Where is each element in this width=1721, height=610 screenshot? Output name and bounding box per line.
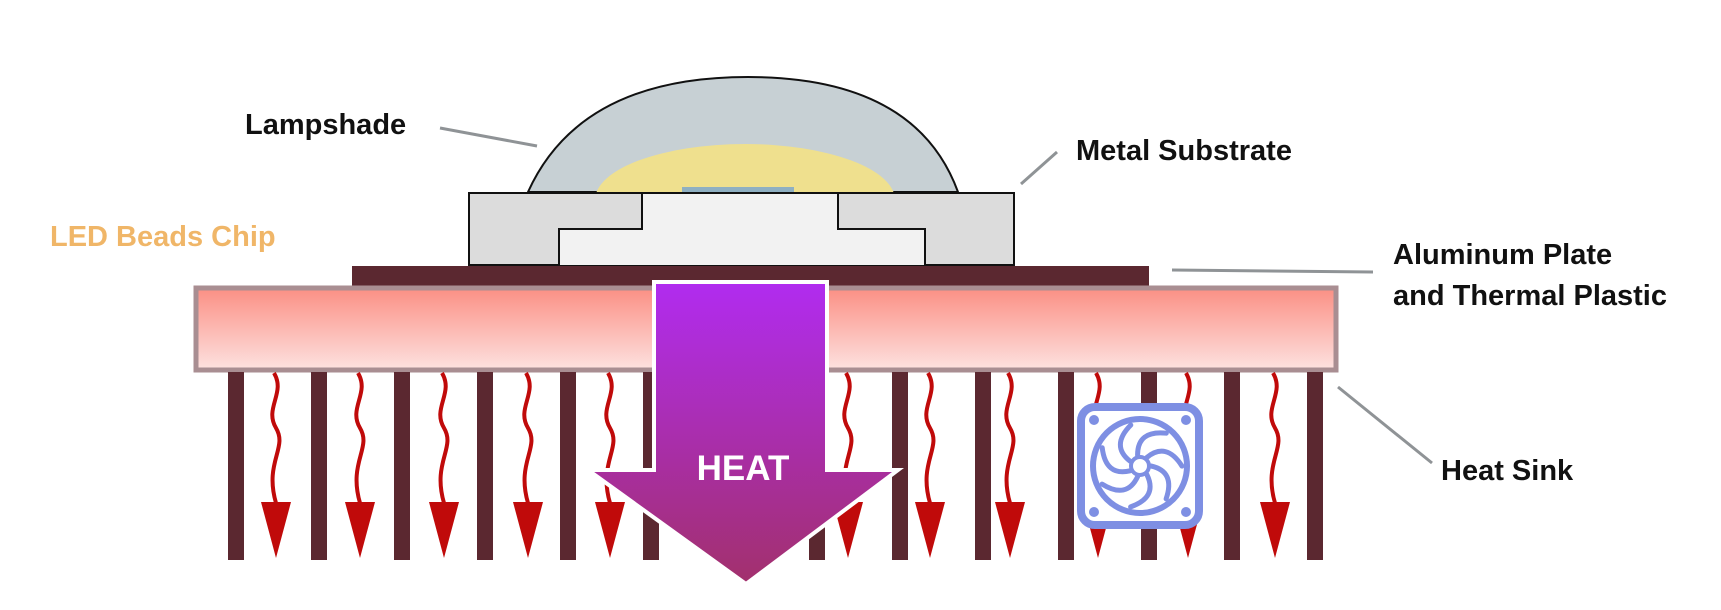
substrate-inner-step — [558, 192, 926, 267]
wavy-arrow-down-icon — [513, 371, 543, 558]
heat-sink-fin — [477, 372, 493, 560]
lampshade-label: Lampshade — [245, 109, 406, 141]
wavy-arrow-down-icon — [915, 371, 945, 558]
wavy-arrow-down-icon — [833, 371, 863, 558]
wavy-arrow-down-icon — [995, 371, 1025, 558]
led-glow — [595, 144, 895, 192]
led-chip — [682, 187, 794, 193]
heat-waves — [261, 371, 1290, 558]
heat-sink-fin — [1224, 372, 1240, 560]
heat-sink-fin — [1058, 372, 1074, 560]
aluminum-plate — [352, 266, 1149, 287]
heat-sink-fin — [560, 372, 576, 560]
heat-sink-label: Heat Sink — [1441, 455, 1574, 487]
wavy-arrow-down-icon — [261, 371, 291, 558]
aluminum-label-line2: and Thermal Plastic — [1393, 280, 1667, 312]
metal-substrate-label: Metal Substrate — [1076, 135, 1292, 167]
heatsink-leader — [1337, 385, 1433, 465]
heat-arrow — [581, 280, 904, 587]
led-chip-label: LED Beads Chip — [50, 221, 276, 253]
heat-sink-fin — [892, 372, 908, 560]
heat-sink-fin — [394, 372, 410, 560]
wavy-arrow-down-icon — [1260, 371, 1290, 558]
fan-icon — [1077, 403, 1203, 529]
heat-sink-fin — [311, 372, 327, 560]
aluminum-leader — [1171, 268, 1374, 274]
wavy-arrow-down-icon — [595, 371, 625, 558]
heat-label: HEAT — [697, 449, 790, 488]
heat-sink-fin — [1307, 372, 1323, 560]
lampshade-leader — [439, 126, 538, 148]
aluminum-label-line1: Aluminum Plate — [1393, 239, 1612, 271]
wavy-arrow-down-icon — [345, 371, 375, 558]
substrate-leader — [1020, 150, 1058, 186]
wavy-arrow-down-icon — [429, 371, 459, 558]
heat-sink-fin — [975, 372, 991, 560]
heat-sink-fin — [228, 372, 244, 560]
